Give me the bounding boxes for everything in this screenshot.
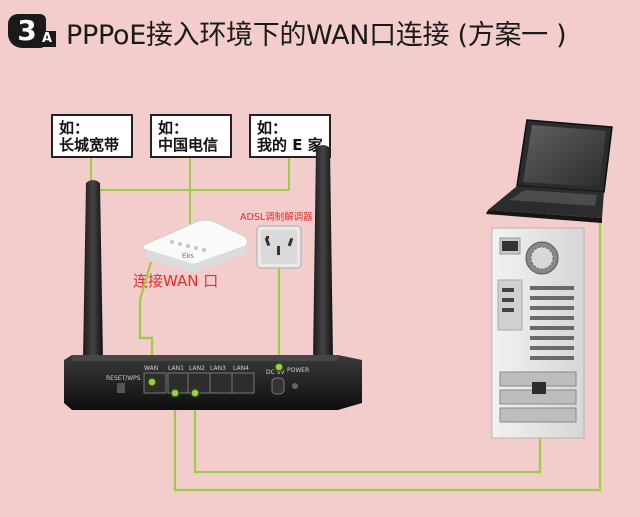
- port-label-dc: DC 9V: [266, 369, 286, 376]
- wall-socket: [256, 225, 302, 269]
- port-label-lan3: LAN3: [210, 365, 226, 372]
- laptop-device: [486, 119, 613, 223]
- modem-brand: Eks: [182, 253, 194, 260]
- port-label-lan4: LAN4: [233, 365, 249, 372]
- isp-prefix-2: 如：: [158, 119, 189, 137]
- step-letter: A: [38, 31, 56, 47]
- adsl-modem-label: ADSL调制解调器: [240, 211, 313, 223]
- isp-prefix-1: 如：: [59, 119, 90, 137]
- isp-name-1: 长城宽带: [59, 136, 120, 154]
- isp-box-2: 如： 中国电信: [150, 114, 232, 158]
- pc-tower-device: [491, 227, 585, 439]
- connect-wan-label: 连接WAN 口: [133, 272, 218, 290]
- port-label-wan: WAN: [144, 365, 158, 372]
- step-badge: 3 A: [8, 14, 58, 48]
- router-device: [64, 355, 362, 410]
- port-label-reset: RESET/WPS: [106, 375, 141, 382]
- port-label-power: POWER: [287, 367, 309, 374]
- port-label-lan1: LAN1: [168, 365, 184, 372]
- port-label-lan2: LAN2: [189, 365, 205, 372]
- isp-name-2: 中国电信: [158, 136, 219, 154]
- adsl-modem-device: [142, 219, 249, 272]
- page-title: PPPoE接入环境下的WAN口连接 (方案一 ): [66, 20, 567, 51]
- isp-box-3: 如： 我的 E 家: [249, 114, 331, 158]
- isp-box-1: 如： 长城宽带: [51, 114, 133, 158]
- isp-prefix-3: 如：: [257, 119, 288, 137]
- isp-name-3: 我的 E 家: [257, 136, 323, 154]
